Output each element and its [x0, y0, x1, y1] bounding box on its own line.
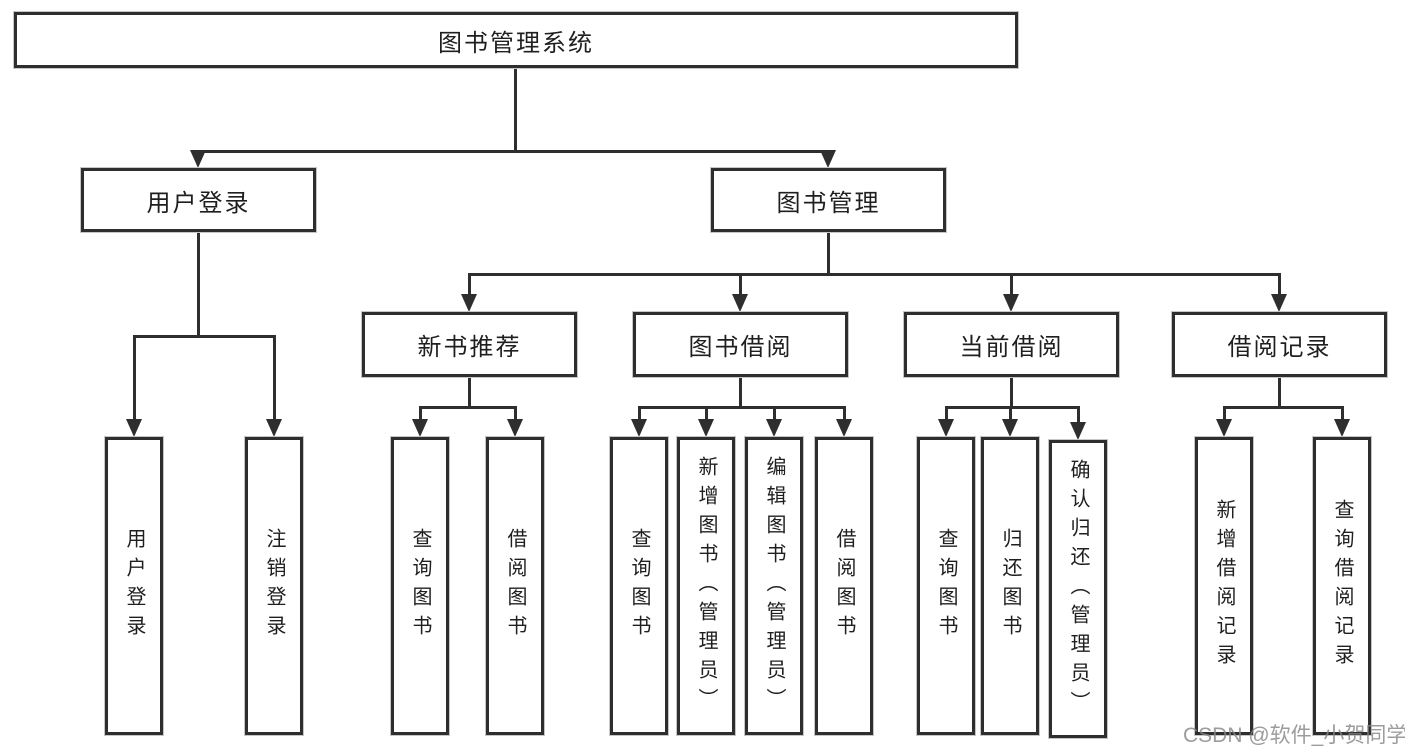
leaf-label: 借阅图书 [504, 528, 526, 644]
connector-mgmt-drop [468, 276, 471, 298]
arrow-down-icon [631, 419, 647, 437]
node-leaf-user-login: 用户登录 [105, 437, 163, 735]
node-book-management: 图书管理 [711, 168, 946, 232]
node-leaf-query-borrow-record: 查询借阅记录 [1313, 437, 1371, 735]
node-current-borrowing: 当前借阅 [904, 312, 1119, 377]
connector-mgmt-drop [739, 276, 742, 298]
connector-newbook-stem [468, 377, 471, 409]
node-leaf-return-books: 归还图书 [981, 437, 1039, 735]
node-leaf-query-books-2: 查询图书 [610, 437, 668, 735]
leaf-label: 确认归还（管理员） [1067, 458, 1089, 720]
leaf-label: 新增借阅记录 [1213, 499, 1235, 673]
leaf-label: 归还图书 [999, 528, 1021, 644]
leaf-label: 借阅图书 [833, 528, 855, 644]
connector-mgmt-drop [1010, 276, 1013, 298]
node-leaf-confirm-return-admin: 确认归还（管理员） [1049, 440, 1107, 738]
connector-record-drop [1223, 409, 1226, 423]
node-book-borrowing: 图书借阅 [633, 312, 848, 377]
node-user-login: 用户登录 [81, 168, 316, 232]
connector-record-drop [1341, 409, 1344, 423]
arrow-down-icon [412, 419, 428, 437]
connector-current-bar [945, 406, 1080, 409]
connector-newbook-drop [419, 409, 422, 423]
connector-login-drop [273, 338, 276, 423]
connector-login-stem [197, 232, 200, 338]
connector-newbook-bar [419, 406, 517, 409]
connector-current-drop [1009, 409, 1012, 423]
arrow-down-icon [507, 419, 523, 437]
node-leaf-edit-books-admin: 编辑图书（管理员） [745, 437, 803, 735]
connector-borrow-bar [638, 406, 846, 409]
leaf-label: 新增图书（管理员） [695, 455, 717, 717]
node-leaf-query-books-1: 查询图书 [391, 437, 449, 735]
arrow-down-icon [190, 150, 206, 168]
arrow-down-icon [126, 419, 142, 437]
connector-current-drop [1077, 409, 1080, 426]
arrow-down-icon [1002, 419, 1018, 437]
connector-login-bar [133, 335, 276, 338]
connector-mgmt-stem [827, 232, 830, 276]
arrow-down-icon [820, 150, 836, 168]
node-borrowing-records: 借阅记录 [1172, 312, 1387, 377]
node-leaf-add-borrow-record: 新增借阅记录 [1195, 437, 1253, 735]
arrow-down-icon [1216, 419, 1232, 437]
arrow-down-icon [732, 294, 748, 312]
csdn-watermark: CSDN @软件_小贺同学 [1183, 724, 1405, 747]
arrow-down-icon [1271, 294, 1287, 312]
node-leaf-borrow-books-2: 借阅图书 [815, 437, 873, 735]
connector-current-stem [1010, 377, 1013, 409]
node-leaf-logout: 注销登录 [245, 437, 303, 735]
arrow-down-icon [1003, 294, 1019, 312]
leaf-label: 用户登录 [123, 528, 145, 644]
connector-root-stem [514, 68, 517, 153]
connector-borrow-drop [705, 409, 708, 423]
node-leaf-add-books-admin: 新增图书（管理员） [677, 437, 735, 735]
arrow-down-icon [698, 419, 714, 437]
node-new-book-recommend: 新书推荐 [362, 312, 577, 377]
arrow-down-icon [266, 419, 282, 437]
node-library-system: 图书管理系统 [14, 12, 1018, 68]
node-leaf-borrow-books-1: 借阅图书 [486, 437, 544, 735]
connector-login-drop [133, 338, 136, 423]
connector-borrow-drop [773, 409, 776, 423]
connector-mgmt-drop [1278, 276, 1281, 298]
leaf-label: 查询借阅记录 [1331, 499, 1353, 673]
arrow-down-icon [766, 419, 782, 437]
leaf-label: 查询图书 [628, 528, 650, 644]
node-leaf-query-books-3: 查询图书 [917, 437, 975, 735]
leaf-label: 查询图书 [935, 528, 957, 644]
arrow-down-icon [1070, 422, 1086, 440]
leaf-label: 注销登录 [263, 528, 285, 644]
connector-record-stem [1278, 377, 1281, 409]
leaf-label: 编辑图书（管理员） [763, 455, 785, 717]
connector-mgmt-bar [468, 273, 1281, 276]
arrow-down-icon [1334, 419, 1350, 437]
arrow-down-icon [938, 419, 954, 437]
connector-borrow-stem [739, 377, 742, 409]
connector-root-bar [197, 150, 830, 153]
connector-newbook-drop [514, 409, 517, 423]
connector-current-drop [945, 409, 948, 423]
connector-record-bar [1223, 406, 1344, 409]
arrow-down-icon [461, 294, 477, 312]
connector-borrow-drop [843, 409, 846, 423]
connector-borrow-drop [638, 409, 641, 423]
arrow-down-icon [836, 419, 852, 437]
leaf-label: 查询图书 [409, 528, 431, 644]
